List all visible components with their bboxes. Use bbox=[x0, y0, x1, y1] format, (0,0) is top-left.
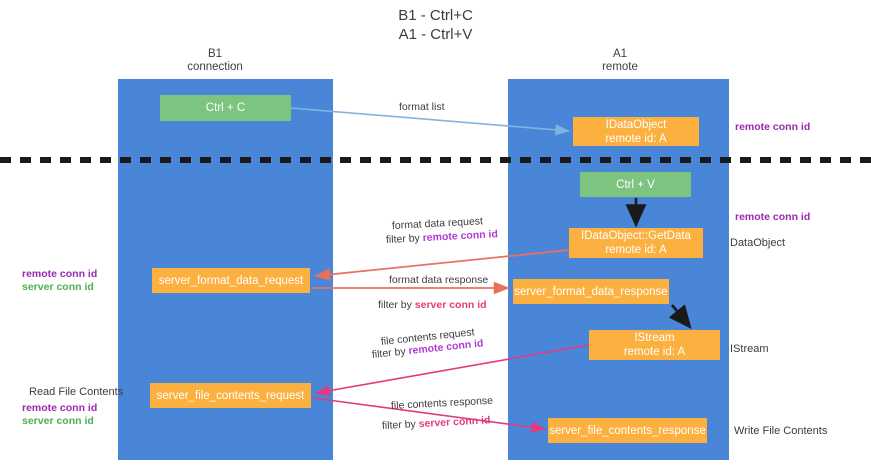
caption-format-data-response: format data response bbox=[389, 274, 489, 286]
label-remote-conn-id-mid: remote conn id bbox=[735, 211, 811, 223]
filter-by-text: filter by bbox=[385, 232, 424, 246]
box-istream[interactable]: IStream remote id: A bbox=[589, 330, 720, 360]
box-istream-title: IStream bbox=[634, 332, 675, 344]
box-server-file-contents-request[interactable]: server_file_contents_request bbox=[150, 383, 311, 408]
label-left-conn-ids-bottom: remote conn id server conn id bbox=[22, 402, 97, 428]
box-idataobject-title: IDataObject bbox=[605, 118, 667, 131]
box-getdata-title: IDataObject::GetData bbox=[581, 230, 691, 242]
title-line-2: A1 - Ctrl+V bbox=[398, 26, 473, 43]
box-server-file-contents-response-label: server_file_contents_response bbox=[549, 424, 706, 437]
caption-format-data-response-filter: filter by server conn id bbox=[378, 299, 487, 312]
title-line-1: B1 - Ctrl+C bbox=[398, 7, 473, 24]
caption-format-list: format list bbox=[399, 101, 445, 113]
box-ctrl-v-label: Ctrl + V bbox=[616, 178, 655, 191]
label-left-server-conn-id-bottom: server conn id bbox=[22, 415, 94, 427]
server-conn-id-text: server conn id bbox=[418, 414, 491, 431]
label-left-remote-conn-id-bottom: remote conn id bbox=[22, 402, 98, 414]
box-server-format-data-response[interactable]: server_format_data_response bbox=[513, 279, 669, 304]
box-server-format-data-request-label: server_format_data_request bbox=[158, 274, 304, 287]
lane-header-b1-name: B1 bbox=[207, 48, 223, 60]
label-write-file-contents: Write File Contents bbox=[734, 425, 828, 437]
box-idataobject-getdata[interactable]: IDataObject::GetData remote id: A bbox=[569, 228, 703, 258]
label-remote-conn-id-top: remote conn id bbox=[735, 121, 811, 133]
box-ctrl-v[interactable]: Ctrl + V bbox=[580, 172, 691, 197]
box-server-file-contents-response[interactable]: server_file_contents_response bbox=[548, 418, 707, 443]
lane-header-a1: A1 remote bbox=[545, 48, 695, 74]
filter-by-text: filter by bbox=[371, 345, 410, 361]
label-istream: IStream bbox=[730, 343, 769, 355]
remote-conn-id-text: remote conn id bbox=[422, 228, 499, 245]
caption-file-contents-response: file contents response bbox=[390, 394, 494, 412]
filter-by-text: filter by bbox=[381, 418, 420, 432]
lane-header-a1-role: remote bbox=[602, 61, 638, 73]
label-left-conn-ids-top: remote conn id server conn id bbox=[22, 268, 97, 294]
label-left-remote-conn-id-top: remote conn id bbox=[22, 268, 98, 280]
box-ctrl-c-label: Ctrl + C bbox=[205, 102, 246, 114]
box-getdata-subtitle: remote id: A bbox=[605, 244, 667, 256]
caption-file-contents-response-filter: filter by server conn id bbox=[382, 414, 491, 433]
box-istream-subtitle: remote id: A bbox=[623, 346, 686, 358]
box-server-file-contents-request-label: server_file_contents_request bbox=[156, 389, 305, 402]
filter-by-text: filter by bbox=[378, 299, 415, 311]
page-title: B1 - Ctrl+C A1 - Ctrl+V bbox=[0, 6, 871, 44]
lane-header-a1-name: A1 bbox=[612, 48, 628, 60]
box-ctrl-c[interactable]: Ctrl + C bbox=[160, 95, 291, 121]
box-idataobject-subtitle: remote id: A bbox=[605, 132, 667, 145]
label-read-file-contents: Read File Contents bbox=[29, 386, 124, 398]
server-conn-id-text: server conn id bbox=[414, 299, 487, 311]
box-idataobject[interactable]: IDataObject remote id: A bbox=[573, 117, 699, 146]
box-server-format-data-request[interactable]: server_format_data_request bbox=[152, 268, 310, 293]
box-server-format-data-response-label: server_format_data_response bbox=[514, 285, 668, 298]
lane-header-b1: B1 connection bbox=[145, 48, 285, 74]
label-dataobject: DataObject bbox=[730, 237, 786, 249]
lane-header-b1-role: connection bbox=[187, 61, 243, 73]
label-left-server-conn-id-top: server conn id bbox=[22, 281, 94, 293]
